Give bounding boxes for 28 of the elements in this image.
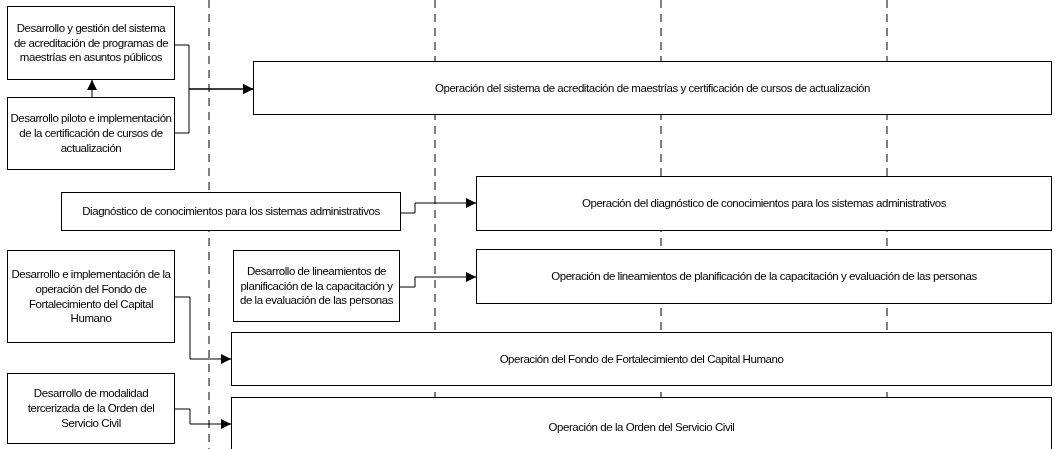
arrow xyxy=(87,79,97,98)
activity-text: Operación de la Orden del Servicio Civil xyxy=(548,419,735,435)
activity-text: Desarrollo de lineamientos de planificación de la capacitación y de la evaluación de las personas xyxy=(238,263,395,309)
arrow xyxy=(400,198,477,214)
activity-box xyxy=(476,176,1052,231)
activity-text: Desarrollo e implementación de la operación del Fondo de Fortalecimiento del Capital Humano xyxy=(10,266,172,327)
activity-box xyxy=(61,192,401,231)
arrow xyxy=(174,296,232,364)
activity-box xyxy=(7,6,175,80)
activity-box xyxy=(7,373,175,444)
arrow xyxy=(399,272,477,288)
activity-text: Desarrollo y gestión del sistema de acreditación de programas de maestrías en asuntos públicos xyxy=(12,20,170,66)
activity-text: Operación del sistema de acreditación de maestrías y certificación de cursos de actualización xyxy=(435,80,870,96)
activity-text: Diagnóstico de conocimientos para los sistemas administrativos xyxy=(82,204,380,219)
activity-box xyxy=(253,61,1052,115)
arrow xyxy=(174,84,254,134)
activity-text: Operación de lineamientos de planificación de la capacitación y evaluación de las personas xyxy=(551,269,977,284)
activity-text: Operación del Fondo de Fortalecimiento del Capital Humano xyxy=(499,351,784,367)
activity-text: Operación del diagnóstico de conocimientos para los sistemas administrativos xyxy=(582,196,946,211)
activity-text: Desarrollo piloto e implementación de la certificación de cursos de actualización xyxy=(10,111,172,156)
activity-box xyxy=(7,250,175,343)
activity-box xyxy=(476,249,1052,304)
activity-box xyxy=(231,332,1052,386)
activity-text: Desarrollo de modalidad tercerizada de la Orden del Servicio Civil xyxy=(26,386,156,431)
activity-box xyxy=(7,97,175,170)
arrow xyxy=(174,408,232,429)
activity-box xyxy=(231,397,1052,449)
activity-box xyxy=(233,250,400,322)
